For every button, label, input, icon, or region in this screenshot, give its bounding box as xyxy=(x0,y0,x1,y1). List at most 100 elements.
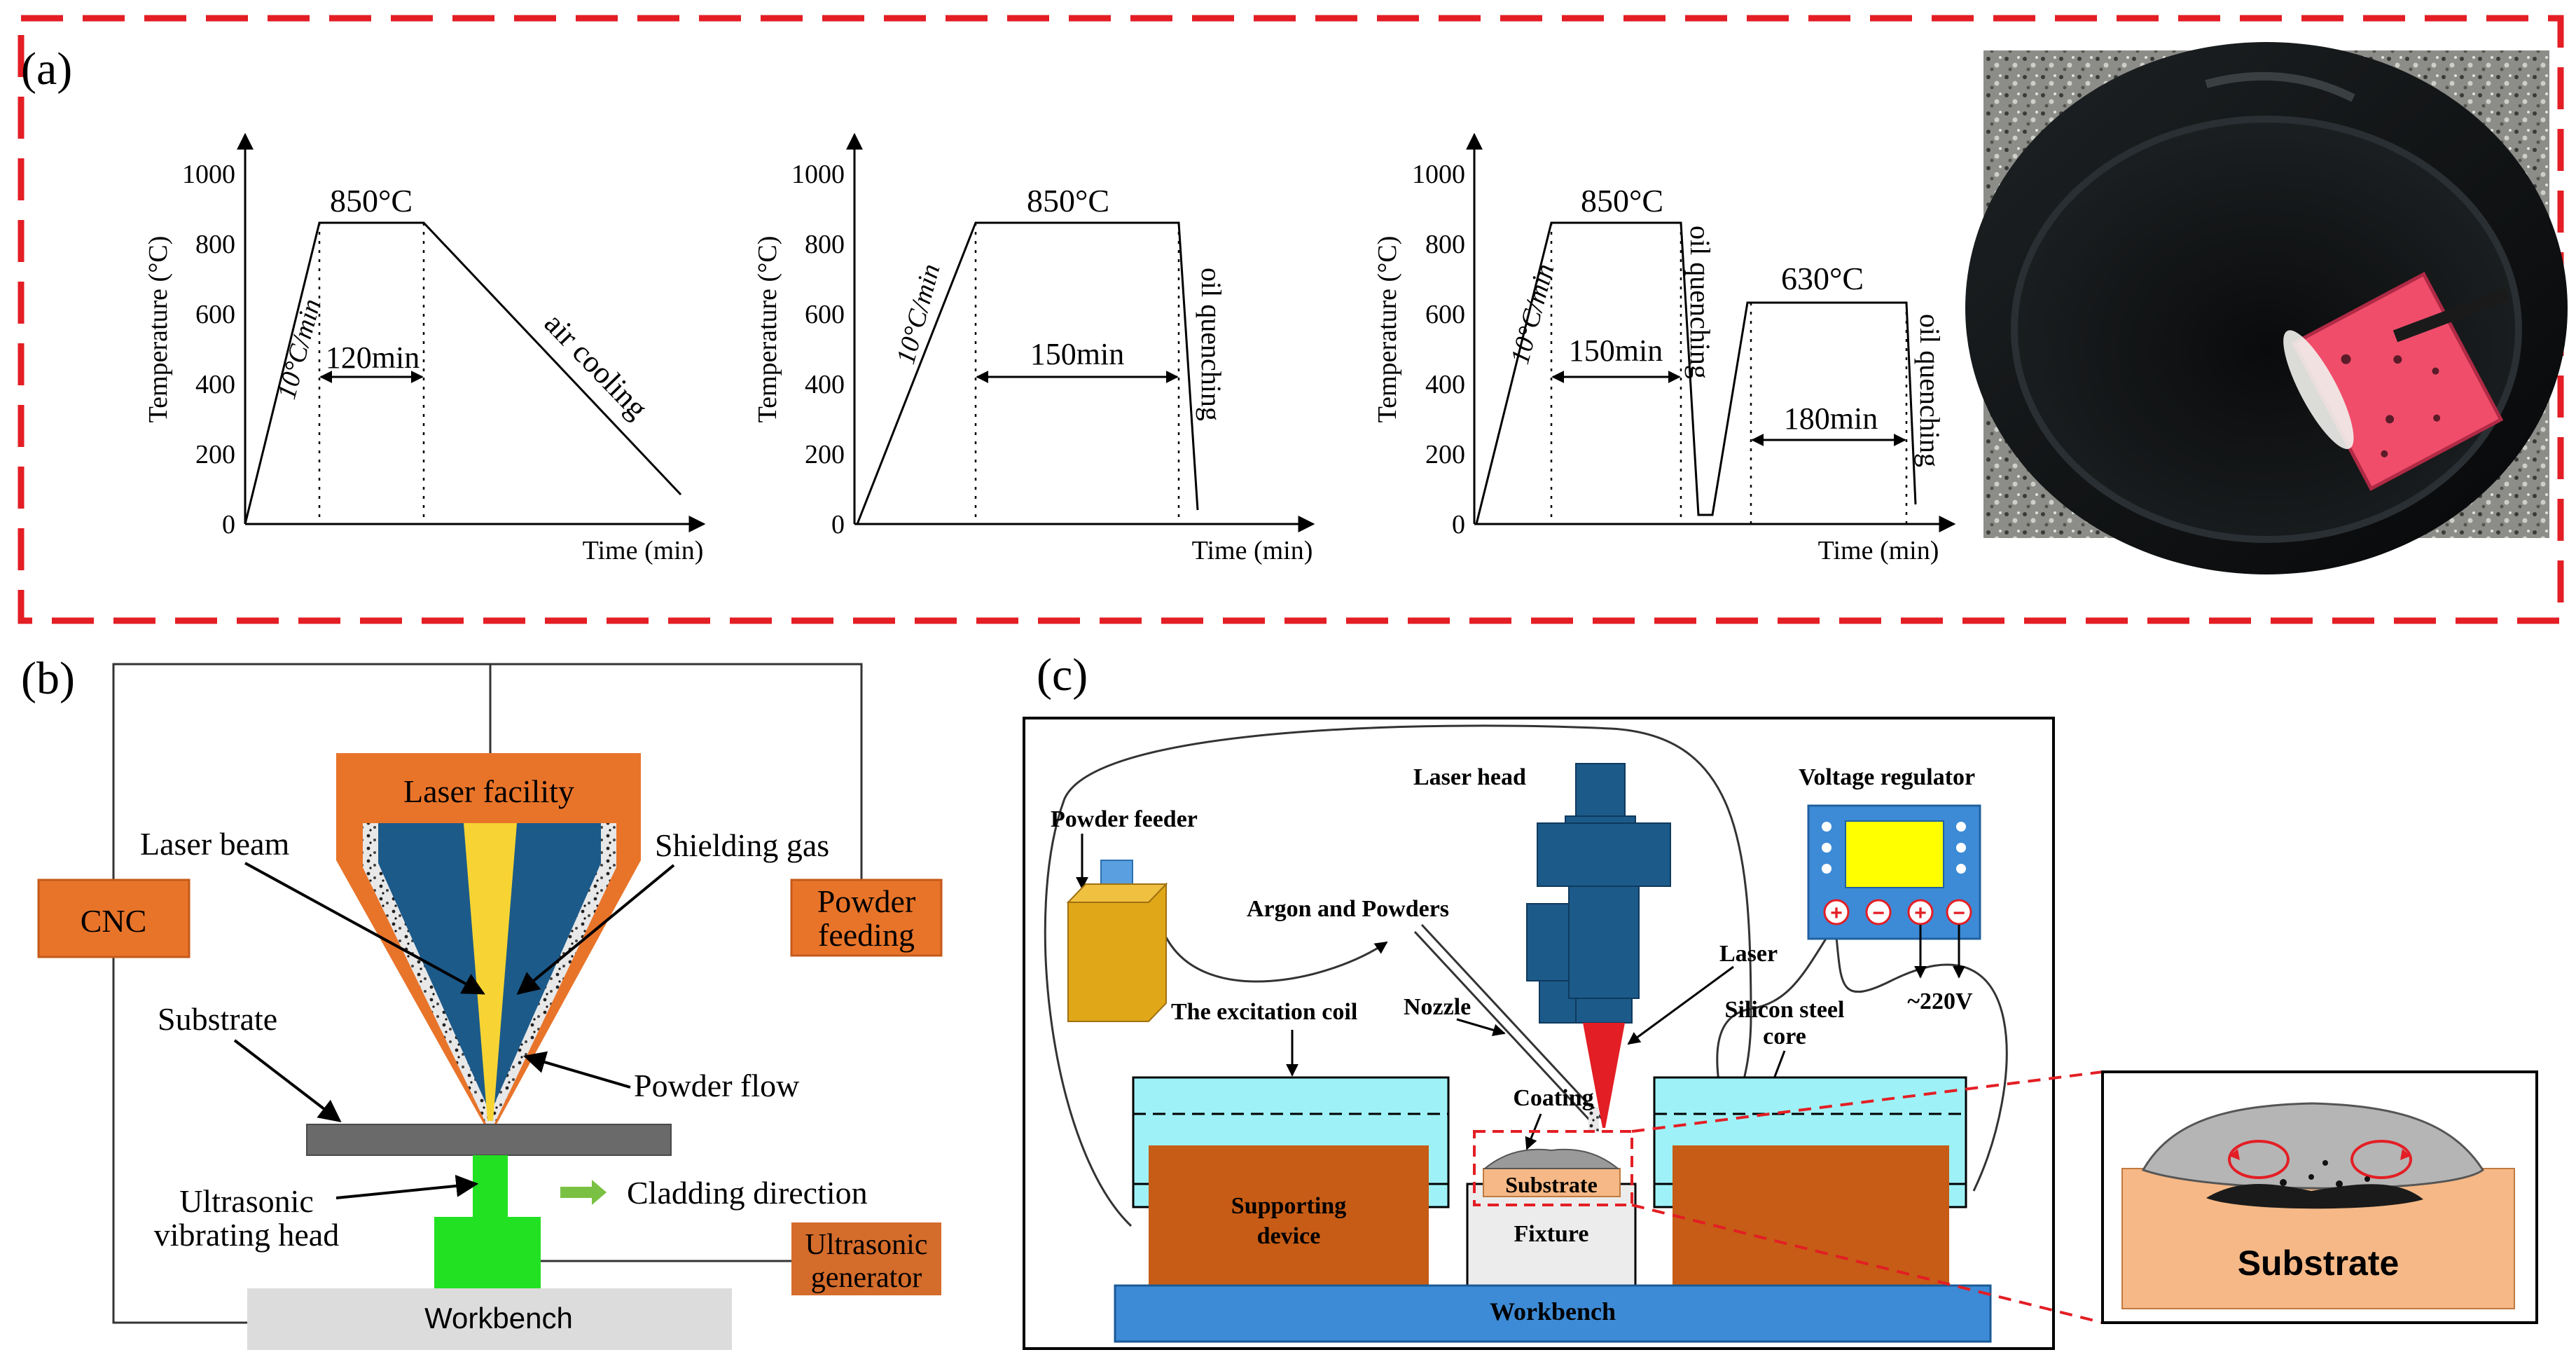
b-powder-flow-label: Powder flow xyxy=(634,1068,800,1103)
c-voltage-display xyxy=(1845,820,1944,888)
chart3-hold-label: 150min xyxy=(1569,333,1663,368)
b-ultrasonic-head-base xyxy=(434,1217,541,1288)
inset-dark-zone xyxy=(2206,1184,2423,1209)
c-supporting-label-2: device xyxy=(1257,1223,1321,1249)
c-voltage-label: ~220V xyxy=(1907,988,1973,1014)
b-cladding-direction-arrow xyxy=(560,1180,607,1205)
c-terminal-minus-2 xyxy=(1946,899,1972,925)
photo-spot xyxy=(2341,354,2351,364)
c-laser-label: Laser xyxy=(1719,941,1778,967)
chart1-ytick-200: 200 xyxy=(195,440,235,469)
c-powder-pipe-2 xyxy=(1420,923,1605,1122)
chart2-ytick-0: 0 xyxy=(831,510,845,539)
chart3-ytick-200: 200 xyxy=(1425,440,1465,469)
c-silicon-core-label-2: core xyxy=(1763,1024,1806,1049)
c-powder-pipe-1 xyxy=(1413,930,1598,1129)
photo-bucket-handle xyxy=(2205,71,2355,102)
b-cladding-direction-label: Cladding direction xyxy=(627,1175,868,1211)
schematic-c: Laser head Laser Powder feeder Argon and… xyxy=(1023,717,2103,1350)
c-laser-head-tube xyxy=(1568,886,1640,999)
inset-particle xyxy=(2364,1176,2370,1182)
b-powder-feeding-label-2: feeding xyxy=(818,917,915,953)
c-zoom-region xyxy=(1473,1130,1633,1206)
chart2-cooling-label: oil quenching xyxy=(1196,268,1227,421)
chart2-y-ticks: 0 200 400 600 800 1000 xyxy=(791,160,845,539)
b-cnc-cable xyxy=(112,901,247,1324)
b-shielding-gas-arrow xyxy=(516,864,675,995)
heat-treatment-chart-1: 0 200 400 600 800 1000 Temperature (°C) … xyxy=(144,132,706,565)
c-powder-stream xyxy=(1588,1107,1599,1131)
photo-spot xyxy=(2393,355,2402,364)
c-feeder-top xyxy=(1066,883,1168,903)
c-regulator-knob xyxy=(1822,822,1831,832)
chart3-temperature-curve xyxy=(1475,221,1917,525)
chart1-ytick-400: 400 xyxy=(195,370,235,399)
b-shielding-gas-label: Shielding gas xyxy=(655,827,829,863)
c-excitation-coil-label: The excitation coil xyxy=(1171,999,1357,1025)
b-ultrasonic-gen-label-1: Ultrasonic xyxy=(805,1229,928,1261)
c-terminal-plus-1 xyxy=(1823,899,1850,925)
b-substrate-arrow xyxy=(233,1039,342,1122)
c-laser-arrow xyxy=(1627,965,1734,1045)
b-laser-beam xyxy=(464,823,517,1121)
c-regulator-knob xyxy=(1956,864,1966,874)
chart3-ytick-800: 800 xyxy=(1425,230,1465,259)
inset-particle xyxy=(2308,1174,2314,1180)
chart3-x-axis-label: Time (min) xyxy=(1818,536,1939,565)
c-powder-line xyxy=(1165,937,1388,983)
chart1-ytick-600: 600 xyxy=(195,300,235,329)
c-regulator-knob xyxy=(1822,864,1831,874)
c-terminal-minus-1 xyxy=(1865,899,1892,925)
chart2-ytick-400: 400 xyxy=(805,370,845,399)
c-coil-wire-right xyxy=(1834,924,2008,1192)
chart3-temper-peak-label: 630°C xyxy=(1781,261,1864,296)
c-coil-wire-left xyxy=(1044,724,1752,1227)
c-supporting-device-left xyxy=(1149,1145,1429,1286)
chart3-peak-label: 850°C xyxy=(1581,183,1663,219)
inset-particle xyxy=(2336,1180,2343,1187)
chart3-cooling-label: oil quenching xyxy=(1684,226,1716,379)
panel-label-b: (b) xyxy=(21,653,75,704)
heat-treatment-chart-2: 0 200 400 600 800 1000 Temperature (°C) … xyxy=(753,132,1315,565)
c-laser-beam xyxy=(1583,1023,1625,1128)
chart3-ytick-400: 400 xyxy=(1425,370,1465,399)
c-workbench-label: Workbench xyxy=(1490,1297,1616,1325)
chart3-ytick-0: 0 xyxy=(1452,510,1465,539)
chart3-temper-hold-label: 180min xyxy=(1784,401,1878,436)
photo-spot xyxy=(2432,367,2439,375)
c-feeder-body xyxy=(1067,882,1167,1022)
c-workbench xyxy=(1114,1284,1992,1343)
chart1-ytick-0: 0 xyxy=(222,510,235,539)
inset-particle xyxy=(2322,1160,2328,1166)
photo-spot xyxy=(2385,415,2395,424)
b-powder-flow-arrow xyxy=(522,1051,631,1089)
chart2-peak-label: 850°C xyxy=(1027,183,1109,219)
b-laser-beam-label: Laser beam xyxy=(140,826,289,862)
c-fixture-label: Fixture xyxy=(1514,1221,1588,1247)
inset-convection-left xyxy=(2228,1140,2290,1179)
c-regulator-knob xyxy=(1956,843,1966,853)
chart3-temper-cooling-label: oil quenching xyxy=(1914,314,1946,467)
chart1-ytick-1000: 1000 xyxy=(182,160,235,189)
chart3-y-axis-label: Temperature (°C) xyxy=(1373,236,1402,423)
c-terminals: + − + − xyxy=(1823,899,1972,925)
c-terminal-plus-1-label: + xyxy=(1830,902,1843,925)
chart2-temperature-curve xyxy=(856,221,1199,525)
chart1-ytick-800: 800 xyxy=(195,230,235,259)
b-laser-beam-arrow xyxy=(244,862,485,995)
chart2-x-axis-label: Time (min) xyxy=(1192,536,1313,565)
photo-spot xyxy=(2381,450,2388,457)
b-ultrasonic-head-label-1: Ultrasonic xyxy=(179,1183,314,1219)
c-substrate xyxy=(1483,1168,1621,1197)
panel-label-c: (c) xyxy=(1037,649,1088,701)
c-fixture xyxy=(1466,1183,1637,1287)
chart1-y-ticks: 0 200 400 600 800 1000 xyxy=(182,160,235,539)
c-argon-label: Argon and Powders xyxy=(1247,896,1449,922)
b-powder-feeding-label-1: Powder xyxy=(817,883,916,919)
c-laser-head-tip xyxy=(1575,998,1633,1024)
inset-substrate-label: Substrate xyxy=(2238,1243,2400,1283)
chart2-ytick-600: 600 xyxy=(805,300,845,329)
c-regulator-knob xyxy=(1956,822,1966,832)
inset-convection-arrowhead xyxy=(2400,1149,2411,1160)
